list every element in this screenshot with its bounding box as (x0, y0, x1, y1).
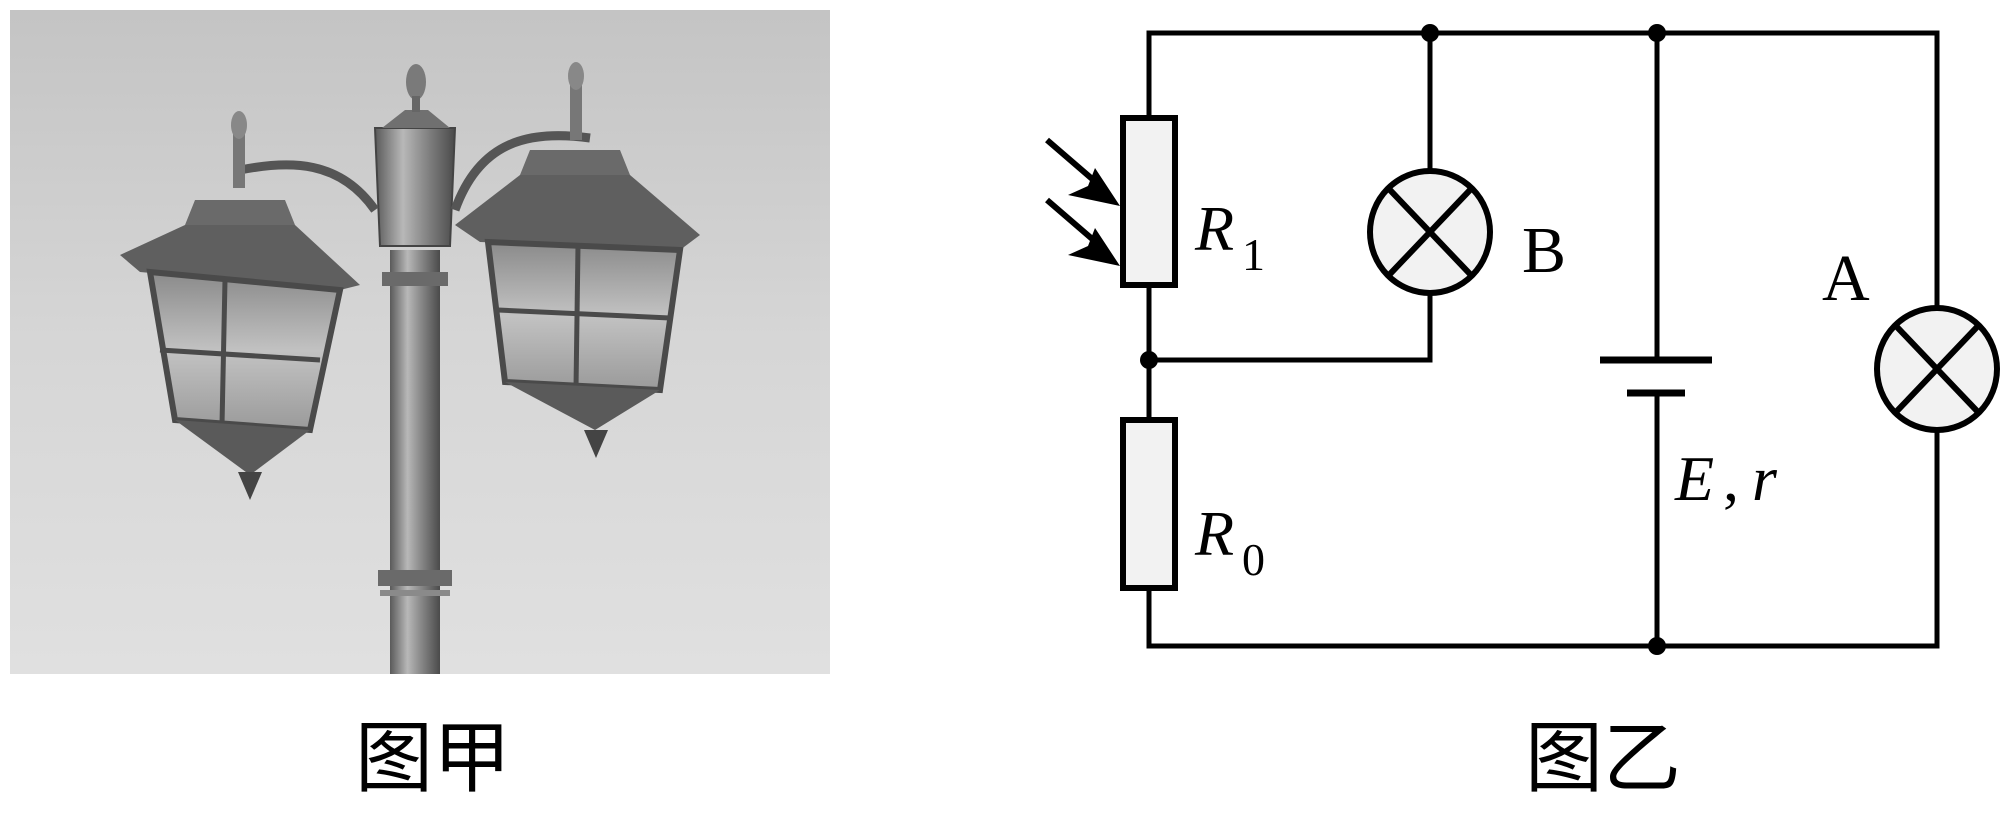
battery-comma: , (1723, 443, 1739, 514)
lamp-b-label: B (1522, 214, 1566, 287)
lamp-a-label: A (1822, 242, 1870, 315)
junction-dot-top-b (1421, 24, 1439, 42)
lamp-a: A (1822, 242, 2000, 433)
light-arrow-icon (1045, 197, 1120, 266)
r1-label: R (1194, 193, 1234, 264)
lantern-left (120, 111, 360, 500)
lamp-arm-left (239, 160, 379, 213)
battery: E , r (1600, 356, 1778, 514)
r0-subscript: 0 (1242, 534, 1265, 585)
lamp-pole (373, 64, 457, 674)
junction-dot-middle-left (1140, 351, 1158, 369)
lantern-right (455, 62, 700, 458)
wire-left-lower (1146, 585, 1940, 649)
junction-dot-top-battery (1648, 24, 1666, 42)
wires (1146, 30, 1940, 649)
figure-a-caption: 图甲 (355, 714, 512, 804)
light-arrow-icon (1045, 137, 1120, 206)
r0-label: R (1194, 498, 1234, 569)
battery-r-label: r (1752, 443, 1778, 514)
lamp-arm-right (450, 131, 591, 212)
figure-b-caption: 图乙 (1525, 714, 1682, 804)
resistor-r0: R 0 (1120, 417, 1265, 591)
wire-lamp-b-bottom (1146, 289, 1433, 363)
street-lamp-photo (10, 10, 830, 674)
r1-subscript: 1 (1242, 229, 1265, 280)
junction-dot-bottom-battery (1648, 637, 1666, 655)
lamp-b: B (1367, 168, 1566, 296)
photoresistor-r1: R 1 (1045, 115, 1265, 288)
battery-e-label: E (1674, 443, 1714, 514)
